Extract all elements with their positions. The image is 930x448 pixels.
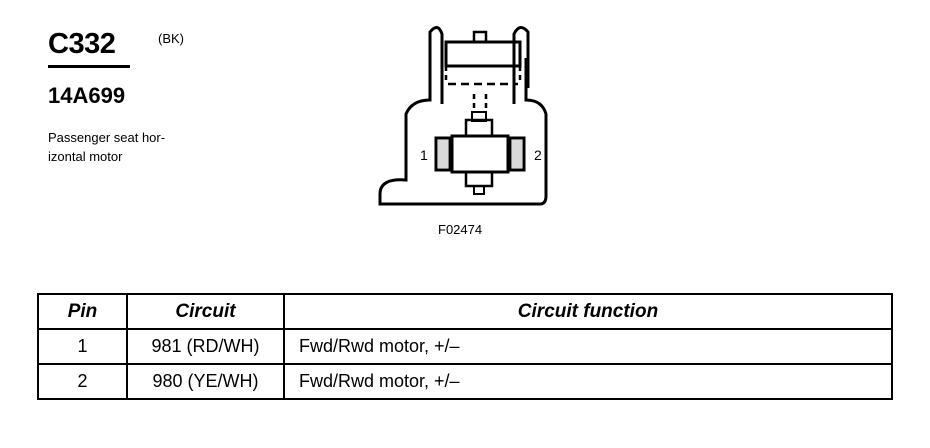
connector-face-diagram: 1 2 bbox=[378, 26, 548, 206]
pin-1-label: 1 bbox=[420, 147, 428, 163]
table-header-row: Pin Circuit Circuit function bbox=[37, 293, 893, 330]
pin-cell: 2 bbox=[37, 363, 128, 400]
color-code: (BK) bbox=[158, 31, 184, 46]
circuit-cell: 981 (RD/WH) bbox=[126, 328, 285, 365]
circuit-column-header: Circuit bbox=[126, 293, 285, 330]
function-cell: Fwd/Rwd motor, +/– bbox=[283, 328, 893, 365]
table-row: 2 980 (YE/WH) Fwd/Rwd motor, +/– bbox=[37, 363, 893, 400]
part-number: 14A699 bbox=[48, 83, 126, 108]
table-row: 1 981 (RD/WH) Fwd/Rwd motor, +/– bbox=[37, 328, 893, 365]
left-latch-arm bbox=[428, 26, 444, 104]
terminal-block bbox=[450, 134, 510, 174]
pin-cell: 1 bbox=[37, 328, 128, 365]
connector-id-underline bbox=[48, 65, 130, 68]
connector-housing-outline bbox=[378, 58, 548, 206]
function-column-header: Circuit function bbox=[283, 293, 893, 330]
top-latch bbox=[444, 40, 522, 68]
right-latch-arm bbox=[512, 26, 530, 104]
pinout-table: Pin Circuit Circuit function 1 981 (RD/W… bbox=[37, 293, 893, 400]
circuit-cell: 980 (YE/WH) bbox=[126, 363, 285, 400]
pin-1-terminal bbox=[434, 136, 452, 172]
function-cell: Fwd/Rwd motor, +/– bbox=[283, 363, 893, 400]
connector-id: C332 bbox=[48, 28, 116, 60]
component-description: Passenger seat hor- izontal motor bbox=[48, 130, 166, 164]
figure-reference: F02474 bbox=[438, 222, 483, 237]
pin-2-terminal bbox=[508, 136, 526, 172]
pin-2-label: 2 bbox=[534, 147, 542, 163]
pin-column-header: Pin bbox=[37, 293, 128, 330]
